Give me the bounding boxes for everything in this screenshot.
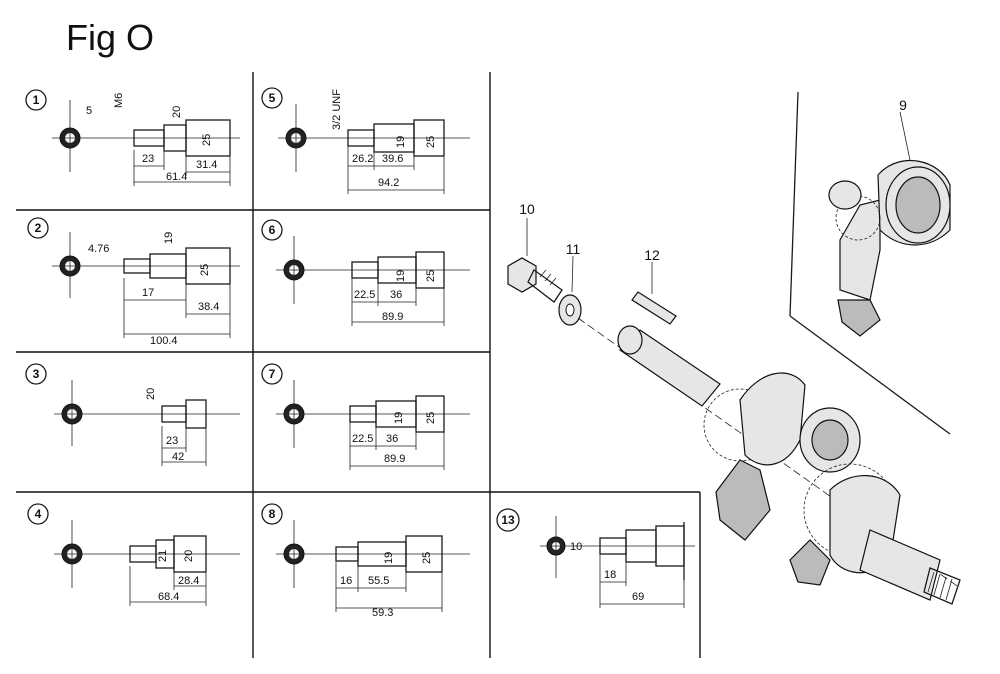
svg-text:22.5: 22.5 (352, 433, 373, 445)
crankshaft (617, 325, 961, 605)
figure-title: Fig O (66, 17, 154, 58)
svg-text:55.5: 55.5 (368, 575, 389, 587)
svg-text:25: 25 (425, 412, 437, 424)
cell-1: 1 5 M6 20 25 23 31.4 61.4 (25, 89, 240, 186)
cell-number: 1 (33, 93, 40, 107)
cell-number: 4 (35, 507, 42, 521)
svg-text:4.76: 4.76 (88, 243, 109, 255)
cell-number: 13 (501, 513, 515, 527)
svg-text:100.4: 100.4 (150, 335, 178, 347)
svg-text:94.2: 94.2 (378, 177, 399, 189)
part-12-key: 12 (631, 247, 677, 325)
svg-text:25: 25 (199, 264, 211, 276)
cell-number: 2 (35, 221, 42, 235)
svg-text:69: 69 (632, 591, 644, 603)
svg-text:19: 19 (395, 136, 407, 148)
svg-text:36: 36 (390, 289, 402, 301)
svg-text:25: 25 (425, 136, 437, 148)
svg-text:10: 10 (570, 541, 582, 553)
cell-7: 7 19 25 22.5 36 89.9 (261, 363, 470, 470)
svg-text:25: 25 (425, 270, 437, 282)
svg-text:19: 19 (395, 270, 407, 282)
cell-number: 6 (269, 223, 276, 237)
part-label-11: 11 (566, 241, 581, 257)
svg-text:23: 23 (142, 153, 154, 165)
cell-number: 8 (269, 507, 276, 521)
svg-text:21: 21 (157, 550, 169, 562)
svg-text:20: 20 (171, 106, 183, 118)
svg-text:M6: M6 (113, 93, 125, 108)
cell-number: 3 (33, 367, 40, 381)
cell-number: 7 (269, 367, 276, 381)
svg-text:59.3: 59.3 (372, 607, 393, 619)
svg-text:20: 20 (145, 388, 157, 400)
svg-text:16: 16 (340, 575, 352, 587)
part-11-washer: 11 (558, 241, 582, 326)
cell-5: 5 3/2 UNF 19 25 26.2 39.6 94.2 (261, 87, 470, 194)
svg-text:19: 19 (163, 232, 175, 244)
svg-text:23: 23 (166, 435, 178, 447)
svg-text:89.9: 89.9 (384, 453, 405, 465)
svg-text:89.9: 89.9 (382, 311, 403, 323)
svg-text:36: 36 (386, 433, 398, 445)
svg-text:19: 19 (393, 412, 405, 424)
cell-6: 6 19 25 22.5 36 89.9 (261, 219, 470, 326)
svg-text:25: 25 (201, 134, 213, 146)
svg-text:28.4: 28.4 (178, 575, 199, 587)
svg-text:25: 25 (421, 552, 433, 564)
svg-text:18: 18 (604, 569, 616, 581)
svg-text:38.4: 38.4 (198, 301, 219, 313)
part-label-10: 10 (519, 201, 535, 217)
cell-number: 5 (269, 91, 276, 105)
svg-text:5: 5 (86, 105, 92, 117)
cell-3: 3 20 23 42 (25, 363, 240, 466)
part-9-crank-web: 9 (828, 97, 951, 337)
inset-frame (789, 91, 951, 435)
cell-13: 13 10 18 69 (496, 508, 695, 608)
svg-text:26.2: 26.2 (352, 153, 373, 165)
grid-lines (16, 72, 701, 658)
part-10-bolt: 10 (507, 201, 563, 303)
svg-text:31.4: 31.4 (196, 159, 217, 171)
svg-text:61.4: 61.4 (166, 171, 187, 183)
svg-text:42: 42 (172, 451, 184, 463)
cell-2: 2 4.76 19 25 17 38.4 100.4 (27, 217, 240, 347)
cell-4: 4 21 20 28.4 68.4 (27, 503, 240, 606)
svg-text:3/2 UNF: 3/2 UNF (331, 89, 343, 130)
svg-text:22.5: 22.5 (354, 289, 375, 301)
part-label-9: 9 (899, 97, 907, 113)
svg-text:20: 20 (183, 550, 195, 562)
svg-text:19: 19 (383, 552, 395, 564)
cell-8: 8 19 25 16 55.5 59.3 (261, 503, 470, 619)
svg-text:39.6: 39.6 (382, 153, 403, 165)
part-label-12: 12 (644, 247, 660, 263)
svg-text:17: 17 (142, 287, 154, 299)
svg-text:68.4: 68.4 (158, 591, 179, 603)
